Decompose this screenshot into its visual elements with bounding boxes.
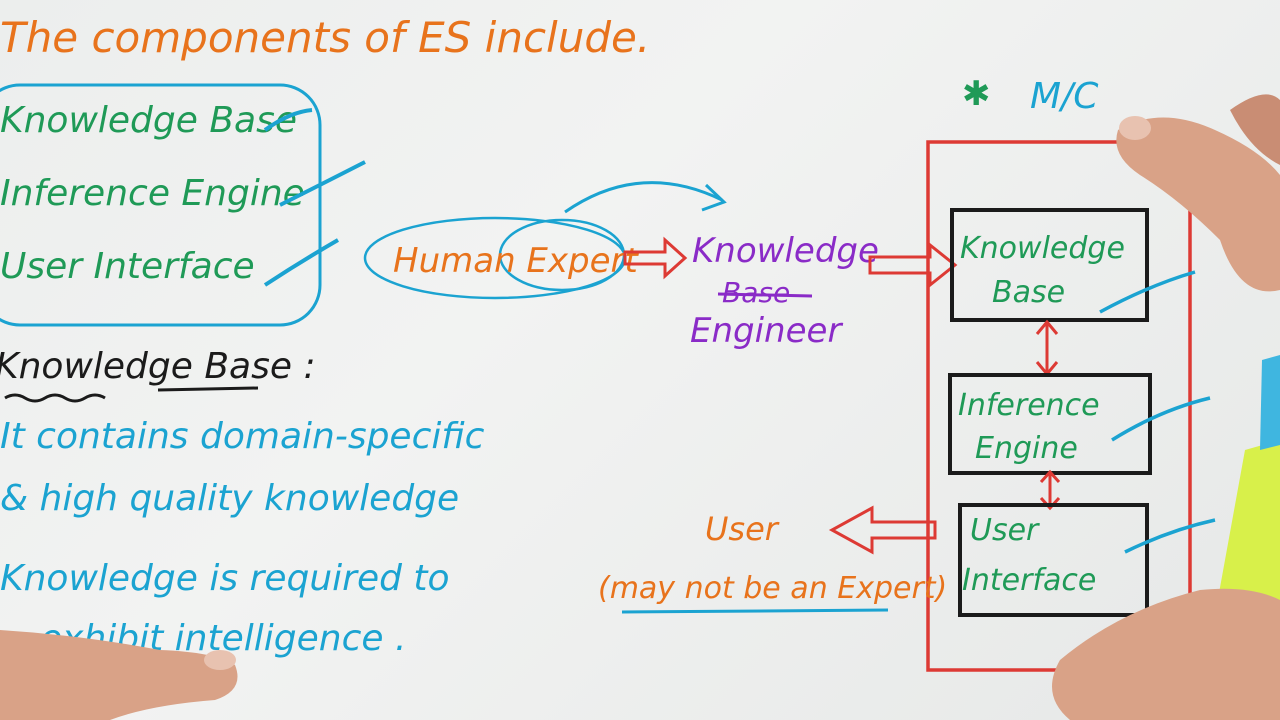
kb-line-3: Knowledge is required to [0,558,450,599]
kb-line-1: It contains domain-specific [0,416,485,457]
mc-label: M/C [1030,76,1099,117]
knowledge-engineer-bottom: Engineer [690,311,843,351]
strike-line [717,292,813,298]
double-arrow-2 [868,241,958,289]
kb-heading: Knowledge Base : [0,346,316,387]
hand-top-right [1116,94,1280,292]
curved-arrow-head [701,183,727,212]
user-note-underline [621,608,889,614]
kb-ie-arrow [1035,319,1059,377]
hand-bottom-left [0,630,238,720]
knowledge-engineer-struck: Base [722,276,790,309]
kb-underline-wavy [4,393,106,403]
mc-star: ✱ [962,74,991,114]
knowledge-engineer-top: Knowledge [692,231,879,271]
system-kb-box [950,208,1149,322]
components-box [0,83,322,327]
system-ui-line1: User [970,513,1040,548]
system-ie-line1: Inference [958,388,1100,423]
component-inference-engine: Inference Engine [0,173,305,214]
double-arrow-1 [623,236,688,280]
fingernail [204,650,236,670]
system-kb-line2: Base [992,275,1065,310]
heading-text: The components of ES include. [0,13,650,62]
system-ie-line2: Engine [975,431,1078,466]
kb-line-2: & high quality knowledge [0,478,459,519]
tick-stroke [279,160,366,207]
tick-stroke [1099,270,1196,314]
curved-arrow [564,181,723,214]
kb-underline [157,386,259,392]
system-kb-line1: Knowledge [960,231,1125,266]
tick-stroke [1111,396,1211,442]
human-expert-label: Human Expert [393,241,640,281]
hand-bottom-right [1052,588,1280,720]
tick-stroke [1124,518,1216,554]
tick-stroke [263,238,340,287]
tick-stroke [263,108,313,132]
component-user-interface: User Interface [0,246,255,287]
component-knowledge-base: Knowledge Base [0,100,297,141]
system-ui-line2: Interface [962,563,1096,598]
user-label: User [705,510,780,548]
system-ui-box [958,503,1149,617]
double-arrow-3 [828,505,937,555]
user-note: (may not be an Expert) [598,571,947,606]
ie-ui-arrow [1039,469,1061,511]
